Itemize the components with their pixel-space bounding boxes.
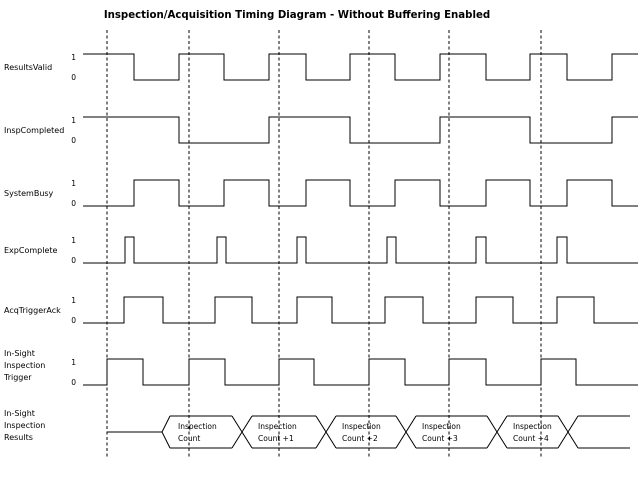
waveform-results-valid <box>83 53 638 81</box>
bus-segment-label: Count +4 <box>513 434 549 443</box>
signal-row-insp-completed <box>83 116 638 144</box>
signal-label: SystemBusy <box>4 189 54 198</box>
bus-segment-label: Inspection <box>258 422 297 431</box>
signal-label: AcqTriggerAck <box>4 306 61 315</box>
level-label-low: 0 <box>71 199 76 208</box>
diagram-title: Inspection/Acquisition Timing Diagram - … <box>104 10 490 21</box>
waveform-exp-complete <box>83 236 638 264</box>
bus-segment-label: Count <box>178 434 200 443</box>
bus-segment-label: Count +2 <box>342 434 378 443</box>
waveform-inspection-results <box>107 415 630 449</box>
bus-segment-label: Count +3 <box>422 434 458 443</box>
level-label-low: 0 <box>71 136 76 145</box>
bus-segment-label: Inspection <box>178 422 217 431</box>
signal-row-exp-complete <box>83 236 638 264</box>
level-label-high: 1 <box>71 296 76 305</box>
waveform-acq-trigger-ack <box>83 296 638 324</box>
level-label-low: 0 <box>71 73 76 82</box>
level-label-low: 0 <box>71 256 76 265</box>
level-label-high: 1 <box>71 116 76 125</box>
level-label-low: 0 <box>71 378 76 387</box>
waveforms <box>83 53 638 449</box>
signal-row-results-valid <box>83 53 638 81</box>
waveform-system-busy <box>83 179 638 207</box>
signal-labels: ResultsValid10InspCompleted10SystemBusy1… <box>3 53 552 443</box>
level-label-high: 1 <box>71 236 76 245</box>
signal-label: Trigger <box>3 373 32 382</box>
signal-label: ExpComplete <box>4 246 58 255</box>
bus-segment-label: Count +1 <box>258 434 294 443</box>
signal-row-inspection-results <box>107 415 630 449</box>
signal-row-acq-trigger-ack <box>83 296 638 324</box>
signal-label: InspCompleted <box>4 126 64 135</box>
signal-row-system-busy <box>83 179 638 207</box>
signal-label: In-Sight <box>4 409 35 418</box>
level-label-high: 1 <box>71 53 76 62</box>
signal-row-inspection-trigger <box>83 358 638 386</box>
bus-segment-label: Inspection <box>513 422 552 431</box>
signal-label: Results <box>4 433 33 442</box>
signal-label: Inspection <box>4 361 45 370</box>
level-label-high: 1 <box>71 179 76 188</box>
signal-label: In-Sight <box>4 349 35 358</box>
bus-segment-label: Inspection <box>422 422 461 431</box>
waveform-insp-completed <box>83 116 638 144</box>
signal-label: ResultsValid <box>4 63 52 72</box>
level-label-low: 0 <box>71 316 76 325</box>
signal-label: Inspection <box>4 421 45 430</box>
waveform-inspection-trigger <box>83 358 638 386</box>
bus-segment-label: Inspection <box>342 422 381 431</box>
level-label-high: 1 <box>71 358 76 367</box>
